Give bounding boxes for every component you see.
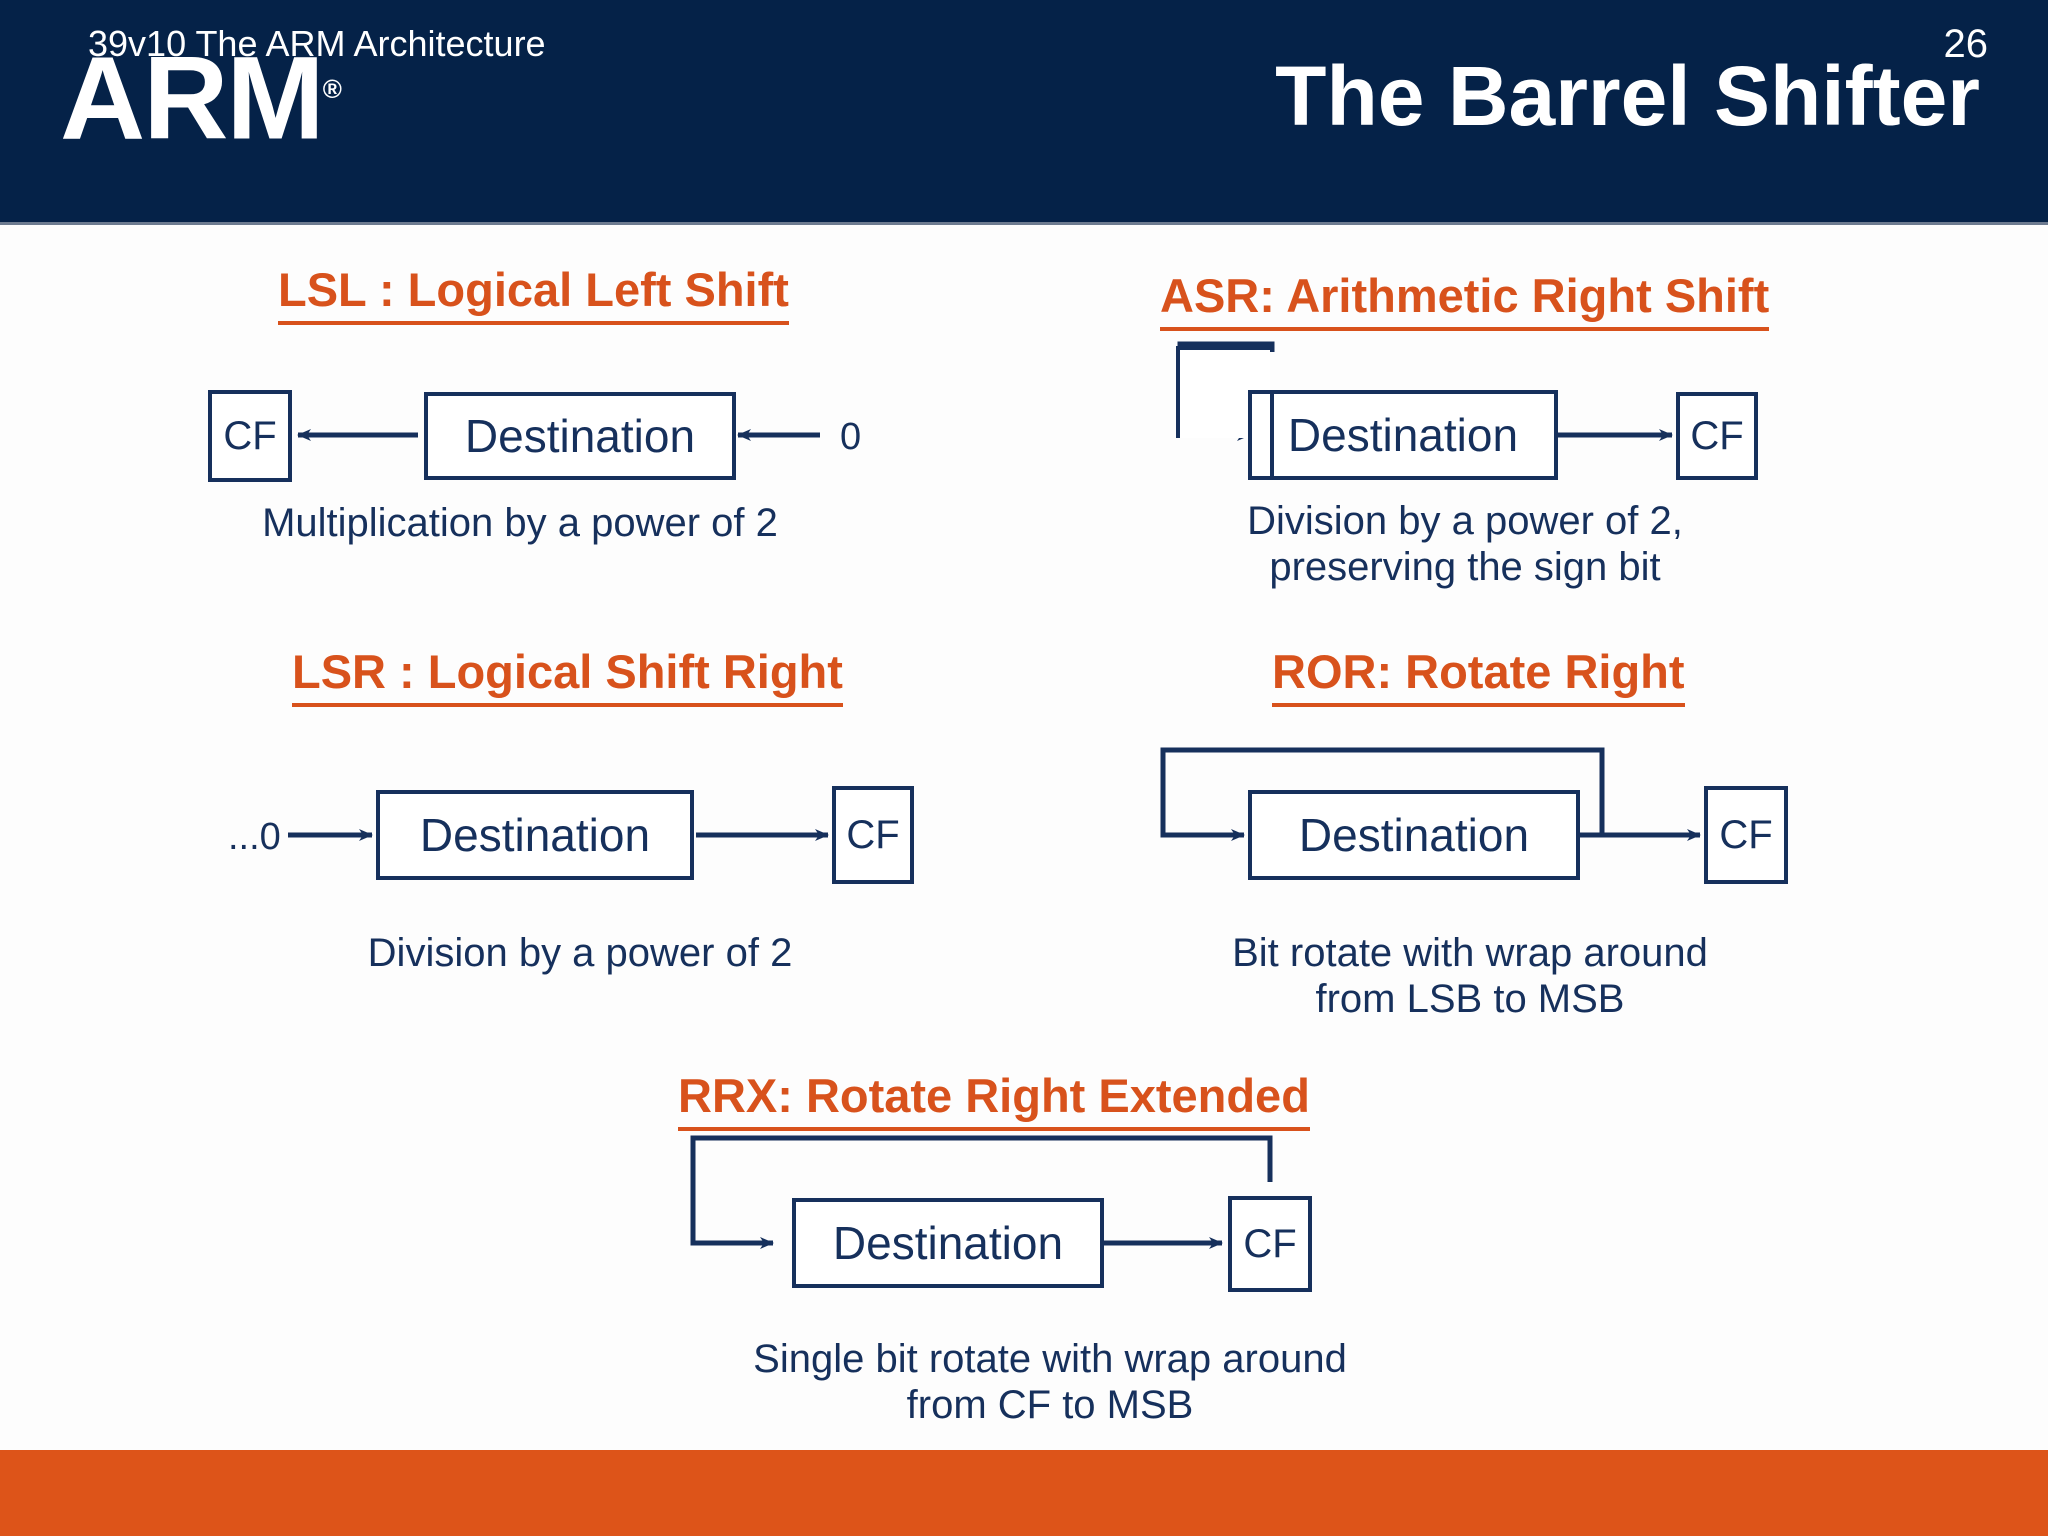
ror-caption-line2: from LSB to MSB: [1315, 977, 1625, 1021]
lsr-cf-label: CF: [846, 813, 900, 857]
section-heading-lsl: LSL : Logical Left Shift: [278, 262, 789, 325]
lsr-destination-label: Destination: [419, 809, 651, 861]
page-title: The Barrel Shifter: [1275, 49, 1980, 143]
lsl-destination-box: Destination: [424, 392, 736, 480]
page-number: 26: [1943, 22, 1989, 66]
section-heading-ror: ROR: Rotate Right: [1272, 644, 1685, 707]
asr-destination-label: Destination: [1287, 409, 1519, 461]
section-heading-lsr: LSR : Logical Shift Right: [292, 644, 843, 707]
ror-caption: Bit rotate with wrap around from LSB to …: [1140, 930, 1800, 1022]
ror-destination-box: Destination: [1248, 790, 1580, 880]
rrx-destination-label: Destination: [832, 1217, 1064, 1269]
lsl-cf-label: CF: [223, 414, 277, 458]
asr-signbit-box: [1248, 390, 1274, 480]
rrx-caption: Single bit rotate with wrap around from …: [690, 1336, 1410, 1428]
asr-cf-label: CF: [1690, 414, 1744, 458]
ror-destination-label: Destination: [1298, 809, 1530, 861]
lsr-caption: Division by a power of 2: [367, 931, 793, 975]
lsl-caption: Multiplication by a power of 2: [262, 501, 778, 545]
lsl-destination-label: Destination: [464, 410, 696, 462]
lsr-input-label: ...0: [228, 816, 281, 858]
rrx-cf-box: CF: [1228, 1196, 1312, 1292]
lsr-cf-box: CF: [832, 786, 914, 884]
rrx-caption-line2: from CF to MSB: [906, 1383, 1194, 1427]
rrx-destination-box: Destination: [792, 1198, 1104, 1288]
asr-caption: Division by a power of 2, preserving the…: [1150, 498, 1780, 590]
lsl-cf-box: CF: [208, 390, 292, 482]
lsr-destination-box: Destination: [376, 790, 694, 880]
footer-band: [0, 1450, 2048, 1536]
ror-cf-box: CF: [1704, 786, 1788, 884]
header-divider: [0, 222, 2048, 225]
lsl-input-label: 0: [840, 416, 862, 458]
ror-caption-line1: Bit rotate with wrap around: [1232, 931, 1708, 975]
asr-cf-box: CF: [1676, 392, 1758, 480]
arm-logo-text: ARM: [60, 32, 325, 165]
section-heading-asr: ASR: Arithmetic Right Shift: [1160, 268, 1770, 331]
trademark-symbol: ®: [322, 74, 342, 104]
arm-logo: ARM®: [60, 30, 342, 157]
section-heading-rrx: RRX: Rotate Right Extended: [678, 1068, 1310, 1131]
asr-caption-line2: preserving the sign bit: [1269, 545, 1661, 589]
asr-caption-line1: Division by a power of 2,: [1247, 499, 1683, 543]
rrx-cf-label: CF: [1243, 1222, 1297, 1266]
ror-cf-label: CF: [1719, 813, 1773, 857]
asr-destination-box: Destination: [1248, 390, 1558, 480]
footer-text: 39v10 The ARM Architecture: [88, 23, 546, 64]
header-band: [0, 0, 2048, 222]
rrx-caption-line1: Single bit rotate with wrap around: [753, 1337, 1347, 1381]
